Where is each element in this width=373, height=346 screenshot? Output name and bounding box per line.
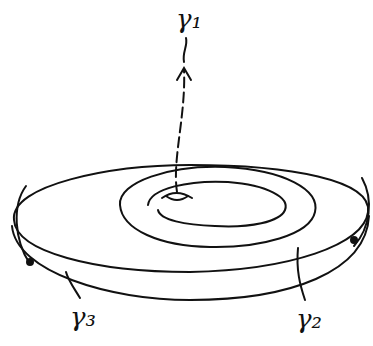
- curve-label: γ₂: [296, 306, 322, 332]
- gamma1-arrowhead: [177, 68, 191, 80]
- meridian-dot: [27, 259, 33, 265]
- gamma2-leader: [297, 248, 305, 300]
- curve-label: γ₁: [176, 6, 202, 32]
- meridian-dot: [351, 237, 357, 243]
- gamma1-curve: [176, 70, 184, 192]
- torus-outer-rim: [14, 165, 368, 272]
- gamma3-left-meridian: [17, 186, 30, 264]
- curve-label: γ₃: [70, 304, 96, 330]
- hole-curve-bottom: [166, 196, 188, 200]
- gamma3-leader: [66, 272, 80, 298]
- gamma1-leader: [184, 38, 187, 62]
- gamma2-loop: [120, 167, 316, 247]
- torus-hole: [148, 182, 286, 227]
- gamma3-right-meridian: [354, 178, 369, 246]
- torus-lower-rim: [12, 216, 369, 300]
